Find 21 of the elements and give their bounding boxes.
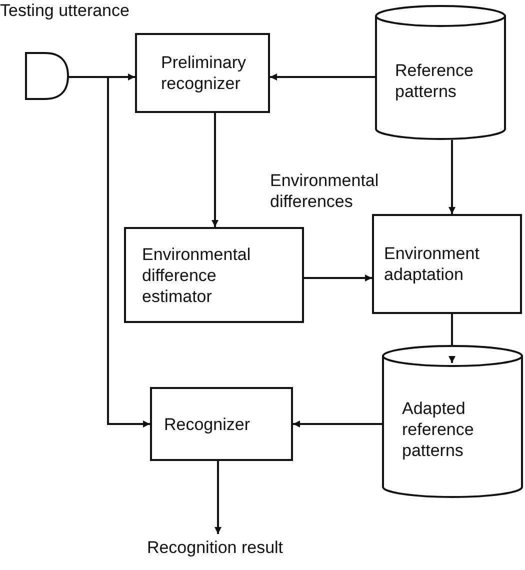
process-box — [150, 387, 293, 461]
input-label: Testing utterance — [0, 1, 130, 21]
arrow — [214, 461, 222, 534]
process-box — [135, 33, 270, 113]
box-label: Recognizer — [164, 414, 250, 434]
arrow — [212, 113, 218, 227]
database-cylinder — [375, 5, 506, 140]
box-label: Preliminary recognizer — [161, 52, 248, 94]
arrow — [293, 420, 382, 428]
box-label: Environment adaptation — [384, 243, 480, 285]
database-cylinder — [382, 345, 523, 498]
box-label: Reference patterns — [395, 60, 474, 102]
process-box — [124, 227, 304, 323]
box-label: Adapted reference patterns — [402, 398, 475, 461]
arrow — [304, 274, 372, 282]
process-box — [372, 214, 522, 314]
arrow — [270, 74, 375, 80]
microphone-icon — [25, 52, 69, 100]
arrow — [448, 140, 456, 214]
box-label: Environmental difference estimator — [142, 244, 252, 306]
output-label: Recognition result — [110, 534, 320, 560]
